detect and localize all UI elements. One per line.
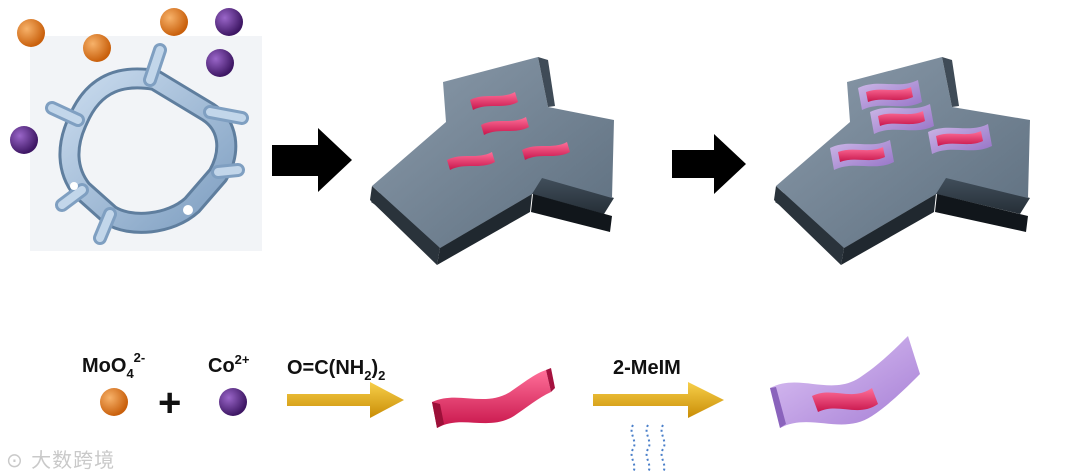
watermark-text: 大数跨境 xyxy=(31,448,116,472)
watermark-logo: ⊙ 大数跨境 xyxy=(6,444,115,473)
molybdate-label: MoO42- xyxy=(82,350,145,381)
core-shell-ribbon xyxy=(830,140,894,170)
ribbon xyxy=(470,92,518,110)
co-ion-sphere xyxy=(10,126,38,154)
core-shell-product xyxy=(770,336,920,428)
core-shell-ribbon xyxy=(870,104,934,134)
plate-with-ribbons xyxy=(370,57,614,265)
ribbon-product xyxy=(432,368,555,428)
ribbon xyxy=(522,142,570,160)
core-shell-ribbon xyxy=(858,80,922,110)
urea-label: O=C(NH2)2 xyxy=(287,357,385,383)
co-ion-sphere xyxy=(206,49,234,77)
plus-sign: + xyxy=(158,381,181,425)
cobalt-label: Co2+ xyxy=(208,352,250,377)
plate-with-core-shell-ribbons xyxy=(774,57,1030,265)
process-arrow xyxy=(272,128,352,192)
mo-ion-sphere xyxy=(160,8,188,36)
process-arrow xyxy=(672,134,746,194)
reaction-arrow xyxy=(287,382,404,418)
watermark-icon: ⊙ xyxy=(6,448,24,472)
mo-ion-sphere xyxy=(100,388,128,416)
reaction-arrow xyxy=(593,382,724,418)
ribbon xyxy=(481,117,529,135)
mo-ion-sphere xyxy=(17,19,45,47)
ribbon xyxy=(447,152,495,170)
co-ion-sphere xyxy=(219,388,247,416)
heat-icon xyxy=(630,424,666,473)
co-ion-sphere xyxy=(215,8,243,36)
melim-label: 2-MeIM xyxy=(613,357,681,379)
framework-ring xyxy=(45,43,249,245)
core-shell-ribbon xyxy=(928,124,992,154)
mo-ion-sphere xyxy=(83,34,111,62)
precursor-panel xyxy=(10,8,262,251)
